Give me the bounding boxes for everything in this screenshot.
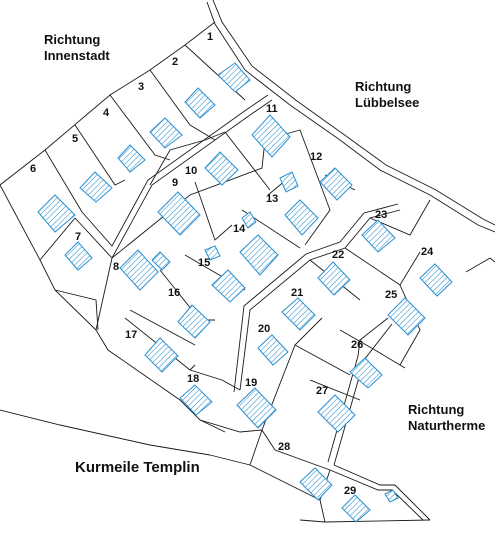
lot-number-14: 14 xyxy=(233,223,246,235)
lot-number-6: 6 xyxy=(30,163,36,175)
garage-5 xyxy=(384,489,399,503)
house-lot-21 xyxy=(281,297,316,331)
house-lot-9 xyxy=(157,191,201,236)
direction-luebbelsee-line2: Lübbelsee xyxy=(355,95,419,110)
lot-number-16: 16 xyxy=(168,287,180,299)
house-lot-2 xyxy=(184,87,216,119)
house-lot-13 xyxy=(284,199,319,236)
direction-naturtherme-line1: Richtung xyxy=(408,402,464,417)
house-lot-25 xyxy=(387,297,426,336)
house-lot-28 xyxy=(299,467,333,501)
house-lot-1 xyxy=(217,62,251,93)
house-lot-6 xyxy=(37,194,76,233)
lot-number-12: 12 xyxy=(310,151,322,163)
house-lot-26 xyxy=(349,357,383,389)
house-lot-7 xyxy=(64,241,93,271)
house-lot-29 xyxy=(341,494,371,523)
direction-luebbelsee-line1: Richtung xyxy=(355,79,411,94)
lot-number-21: 21 xyxy=(291,287,303,299)
lot-number-24: 24 xyxy=(421,246,434,258)
lot-number-13: 13 xyxy=(266,193,278,205)
garage-3 xyxy=(204,245,221,261)
garage-1 xyxy=(279,171,299,193)
house-lot-12 xyxy=(319,167,353,201)
lot-number-7: 7 xyxy=(75,231,81,243)
house-lot-15 xyxy=(211,269,246,303)
house-lot-11 xyxy=(251,114,291,158)
map-title: Kurmeile Templin xyxy=(75,459,200,476)
lot-number-29: 29 xyxy=(344,485,356,497)
house-footprints xyxy=(37,62,453,523)
direction-naturtherme-line2: Naturtherme xyxy=(408,418,485,433)
house-lot-19 xyxy=(236,387,277,429)
house-lot-24 xyxy=(419,263,453,297)
house-lot-20 xyxy=(257,334,289,366)
house-lot-17 xyxy=(144,337,179,373)
direction-innenstadt-line2: Innenstadt xyxy=(44,48,110,63)
lot-number-3: 3 xyxy=(138,81,144,93)
lot-number-10: 10 xyxy=(185,165,197,177)
lot-number-25: 25 xyxy=(385,289,397,301)
lot-number-9: 9 xyxy=(172,177,178,189)
house-lot-8 xyxy=(119,249,159,291)
lot-number-22: 22 xyxy=(332,249,344,261)
lot-number-20: 20 xyxy=(258,323,270,335)
lot-number-2: 2 xyxy=(172,56,178,68)
garage-2 xyxy=(151,251,171,271)
house-lot-10 xyxy=(204,151,239,186)
lot-number-1: 1 xyxy=(207,31,213,43)
lot-number-4: 4 xyxy=(103,107,110,119)
house-lot-27 xyxy=(317,394,356,433)
lot-number-5: 5 xyxy=(72,133,78,145)
lot-number-28: 28 xyxy=(278,441,290,453)
lot-number-27: 27 xyxy=(316,385,328,397)
lot-number-17: 17 xyxy=(125,329,137,341)
lot-number-19: 19 xyxy=(245,377,257,389)
house-lot-18 xyxy=(179,384,213,416)
house-lot-4 xyxy=(117,144,146,173)
lot-number-23: 23 xyxy=(375,209,387,221)
house-lot-16 xyxy=(177,304,211,339)
garage-4 xyxy=(241,211,257,229)
lot-number-15: 15 xyxy=(198,257,210,269)
house-lot-23 xyxy=(361,219,396,253)
lot-number-18: 18 xyxy=(187,373,199,385)
direction-labels: Richtung Innenstadt Richtung Lübbelsee R… xyxy=(44,32,485,433)
house-lot-22 xyxy=(317,261,351,296)
lot-number-11: 11 xyxy=(266,103,278,115)
lot-number-26: 26 xyxy=(351,339,363,351)
house-lot-14 xyxy=(239,234,279,276)
house-lot-3 xyxy=(149,117,183,149)
direction-innenstadt-line1: Richtung xyxy=(44,32,100,47)
lot-number-8: 8 xyxy=(113,261,119,273)
lot-numbers: 1 2 3 4 5 6 7 8 9 10 11 12 13 14 15 16 1… xyxy=(30,31,434,497)
house-lot-5 xyxy=(79,171,113,203)
